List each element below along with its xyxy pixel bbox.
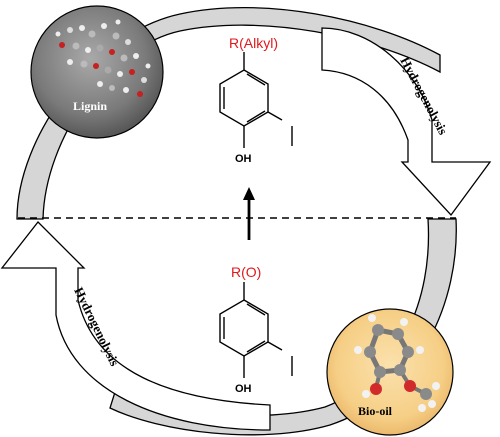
top-r-label: R(Alkyl)	[229, 35, 278, 51]
bottom-r-label: R(O)	[231, 264, 261, 280]
top-oh-label: OH	[235, 153, 252, 165]
lignin-label: Lignin	[73, 99, 107, 113]
right-hydrogenolysis-arrow	[321, 27, 492, 217]
top-molecule	[219, 52, 293, 148]
biooil-label: Bio-oil	[358, 404, 393, 418]
lignin-circle: Lignin	[30, 5, 164, 139]
biooil-molecule-icon	[354, 314, 440, 412]
lignin-molecule-icon	[55, 19, 151, 97]
bottom-oh-label: OH	[235, 383, 252, 395]
transform-up-arrow	[243, 187, 255, 240]
bottom-molecule	[219, 282, 293, 378]
biooil-circle: Bio-oil	[326, 308, 454, 436]
left-hydrogenolysis-arrow	[0, 221, 271, 431]
